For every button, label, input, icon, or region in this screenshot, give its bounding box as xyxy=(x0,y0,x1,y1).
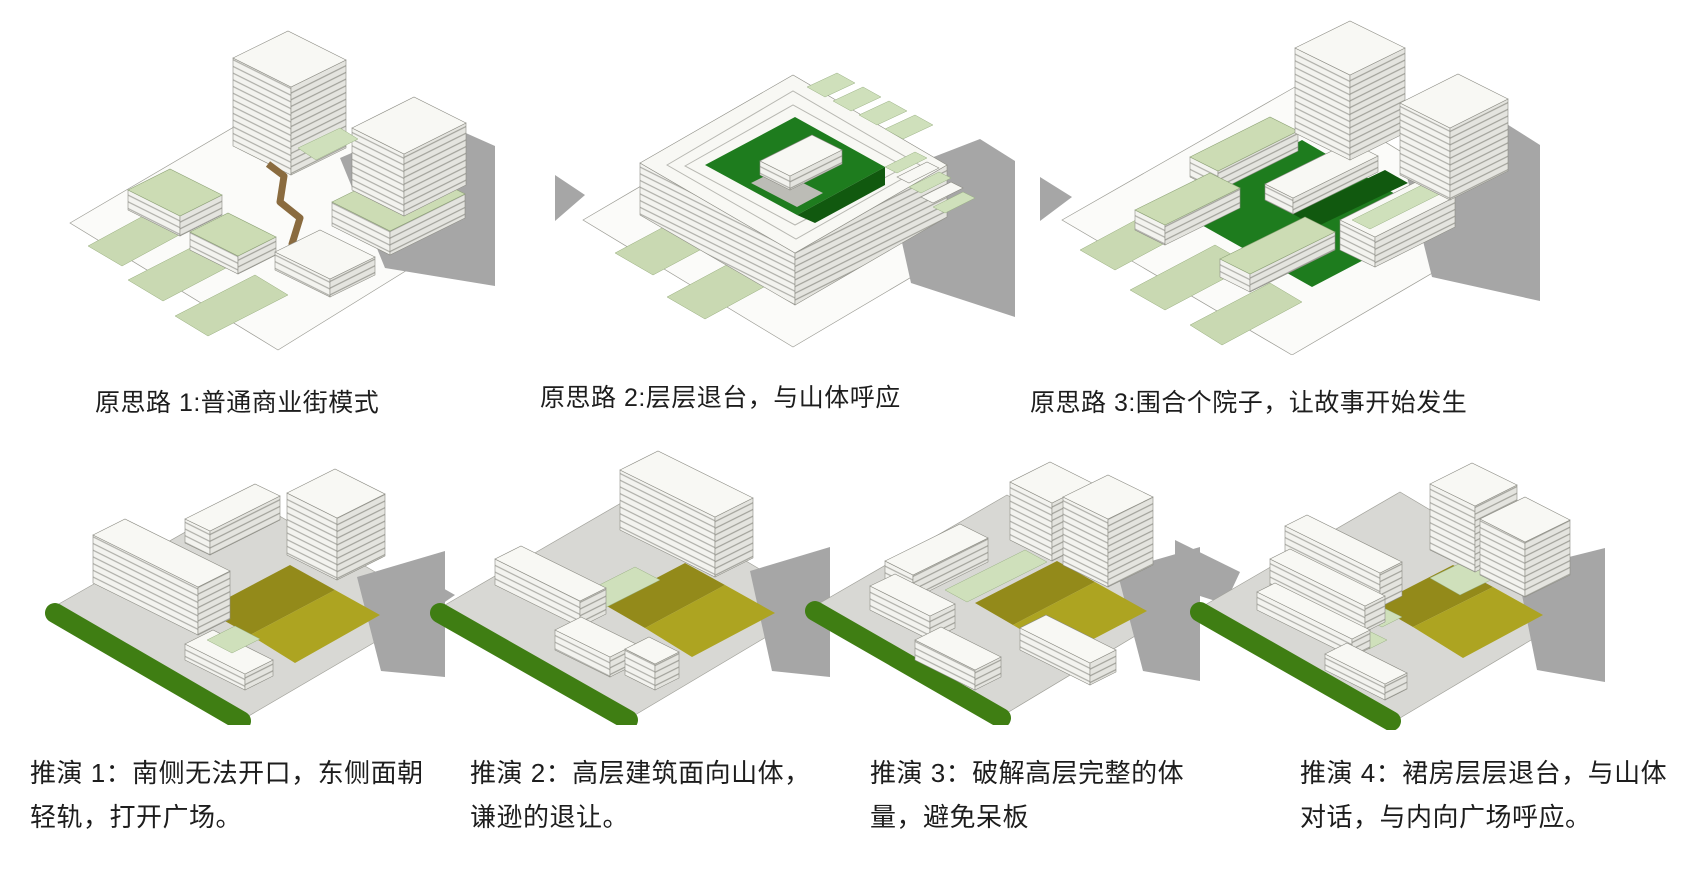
back-bridge-block xyxy=(184,483,281,556)
model-deduction-3 xyxy=(795,435,1200,725)
green-belt xyxy=(1190,602,1401,730)
massing-render-1 xyxy=(69,30,495,351)
c-shaped-podium xyxy=(869,523,1002,691)
model-original-3-courtyard xyxy=(1040,15,1540,355)
model-deduction-1 xyxy=(35,435,445,725)
front-bar xyxy=(1324,642,1408,701)
podium-ring xyxy=(1134,116,1456,293)
plaza xyxy=(605,563,775,657)
massing-render-5 xyxy=(420,450,830,725)
caption-deduction-4: 推演 4：裙房层层退台，与山体对话，与内向广场呼应。 xyxy=(1300,758,1668,832)
tower-b xyxy=(1399,73,1509,201)
caption-original-2: 原思路 2:层层退台，与山体呼应 xyxy=(540,384,901,412)
caption-deduction-3: 推演 3：破解高层完整的体量，避免呆板 xyxy=(870,758,1185,832)
tower xyxy=(286,468,386,581)
model-original-2-terraces xyxy=(555,25,1015,355)
massing-render-2 xyxy=(555,72,1015,348)
grand-stairs xyxy=(884,151,976,214)
tower-b xyxy=(351,96,467,217)
podium-bars xyxy=(494,545,680,691)
podium-front xyxy=(274,229,376,298)
green-ramp xyxy=(297,127,359,161)
green-roof-strip xyxy=(206,625,261,654)
highrise-slab xyxy=(619,450,754,578)
model-deduction-2 xyxy=(420,435,830,725)
green-belt xyxy=(430,603,638,725)
tower-b xyxy=(1062,474,1154,588)
green-walkway xyxy=(944,549,1048,603)
green-belt xyxy=(805,601,1011,725)
terraced-podium-rows xyxy=(1256,514,1403,658)
caption-deduction-2: 推演 2：高层建筑面向山体，谦逊的退让。 xyxy=(470,758,811,832)
massing-render-7 xyxy=(1175,462,1605,730)
model-deduction-4 xyxy=(1175,430,1605,730)
caption-original-1: 原思路 1:普通商业街模式 xyxy=(95,389,380,417)
massing-render-6 xyxy=(795,461,1200,725)
front-bar xyxy=(1019,614,1117,686)
massing-render-3 xyxy=(1040,20,1540,355)
caption-original-3: 原思路 3:围合个院子，让故事开始发生 xyxy=(1030,389,1468,417)
green-belt xyxy=(45,603,251,725)
model-original-1-commercial-street xyxy=(40,18,495,353)
back-terrace-strips xyxy=(806,72,934,140)
caption-deduction-1: 推演 1：南侧无法开口，东侧面朝轻轨，打开广场。 xyxy=(30,758,424,832)
courtyard-pavilion xyxy=(759,134,843,191)
west-slab xyxy=(92,518,231,636)
tower-b xyxy=(1479,496,1571,598)
tower-a xyxy=(1294,20,1406,161)
plaza xyxy=(205,565,380,663)
podium-blocks xyxy=(127,168,277,275)
massing-render-4 xyxy=(45,468,445,725)
front-podium xyxy=(184,629,274,691)
